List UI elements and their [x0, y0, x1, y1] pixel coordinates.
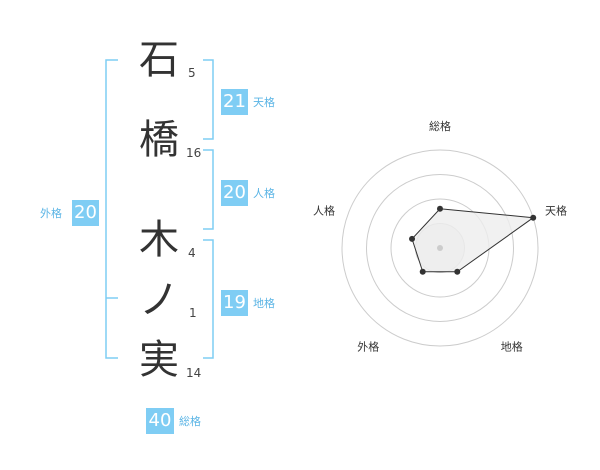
stroke-count-4: 1 — [189, 306, 197, 320]
radar-axis-label-3: 外格 — [357, 340, 379, 354]
radar-axis-label-2: 地格 — [501, 340, 523, 354]
radar-center-dot — [437, 245, 443, 251]
radar-point-3 — [419, 268, 426, 275]
radar-point-2 — [454, 268, 461, 275]
gaikaku-label: 外格 — [40, 207, 62, 220]
radar-axis-label-4: 人格 — [313, 203, 335, 217]
name-char-5: 実 — [139, 337, 179, 383]
stroke-count-1: 5 — [188, 66, 196, 80]
jinkaku-bracket — [203, 149, 214, 230]
chikaku-badge: 19 — [221, 290, 248, 316]
radar-ring-3 — [366, 174, 514, 322]
gaikaku-bracket-outer — [105, 59, 118, 359]
radar-point-1 — [530, 214, 537, 221]
chikaku-bracket — [203, 239, 214, 359]
radar-axis-label-1: 天格 — [545, 203, 567, 217]
soukaku-badge: 40 — [146, 408, 174, 434]
name-char-4: ノ — [139, 277, 179, 323]
gaikaku-badge: 20 — [72, 200, 99, 226]
stroke-count-3: 4 — [188, 246, 196, 260]
stroke-count-2: 16 — [186, 146, 202, 160]
stroke-count-5: 14 — [186, 366, 202, 380]
radar-point-0 — [437, 205, 443, 212]
name-char-2: 橋 — [139, 117, 179, 163]
tenkaku-bracket — [203, 59, 214, 140]
tenkaku-label: 天格 — [253, 96, 275, 109]
radar-points — [409, 205, 537, 275]
name-char-3: 木 — [139, 217, 179, 263]
jinkaku-label: 人格 — [253, 187, 275, 200]
radar-polygon — [411, 208, 535, 273]
radar-ring-4 — [341, 149, 539, 347]
chikaku-label: 地格 — [253, 297, 275, 310]
name-char-1: 石 — [139, 37, 179, 83]
jinkaku-badge: 20 — [221, 180, 248, 206]
tenkaku-badge: 21 — [221, 89, 248, 115]
radar-axis-label-0: 総格 — [429, 119, 451, 133]
soukaku-label: 総格 — [179, 415, 201, 428]
radar-point-4 — [409, 235, 416, 242]
